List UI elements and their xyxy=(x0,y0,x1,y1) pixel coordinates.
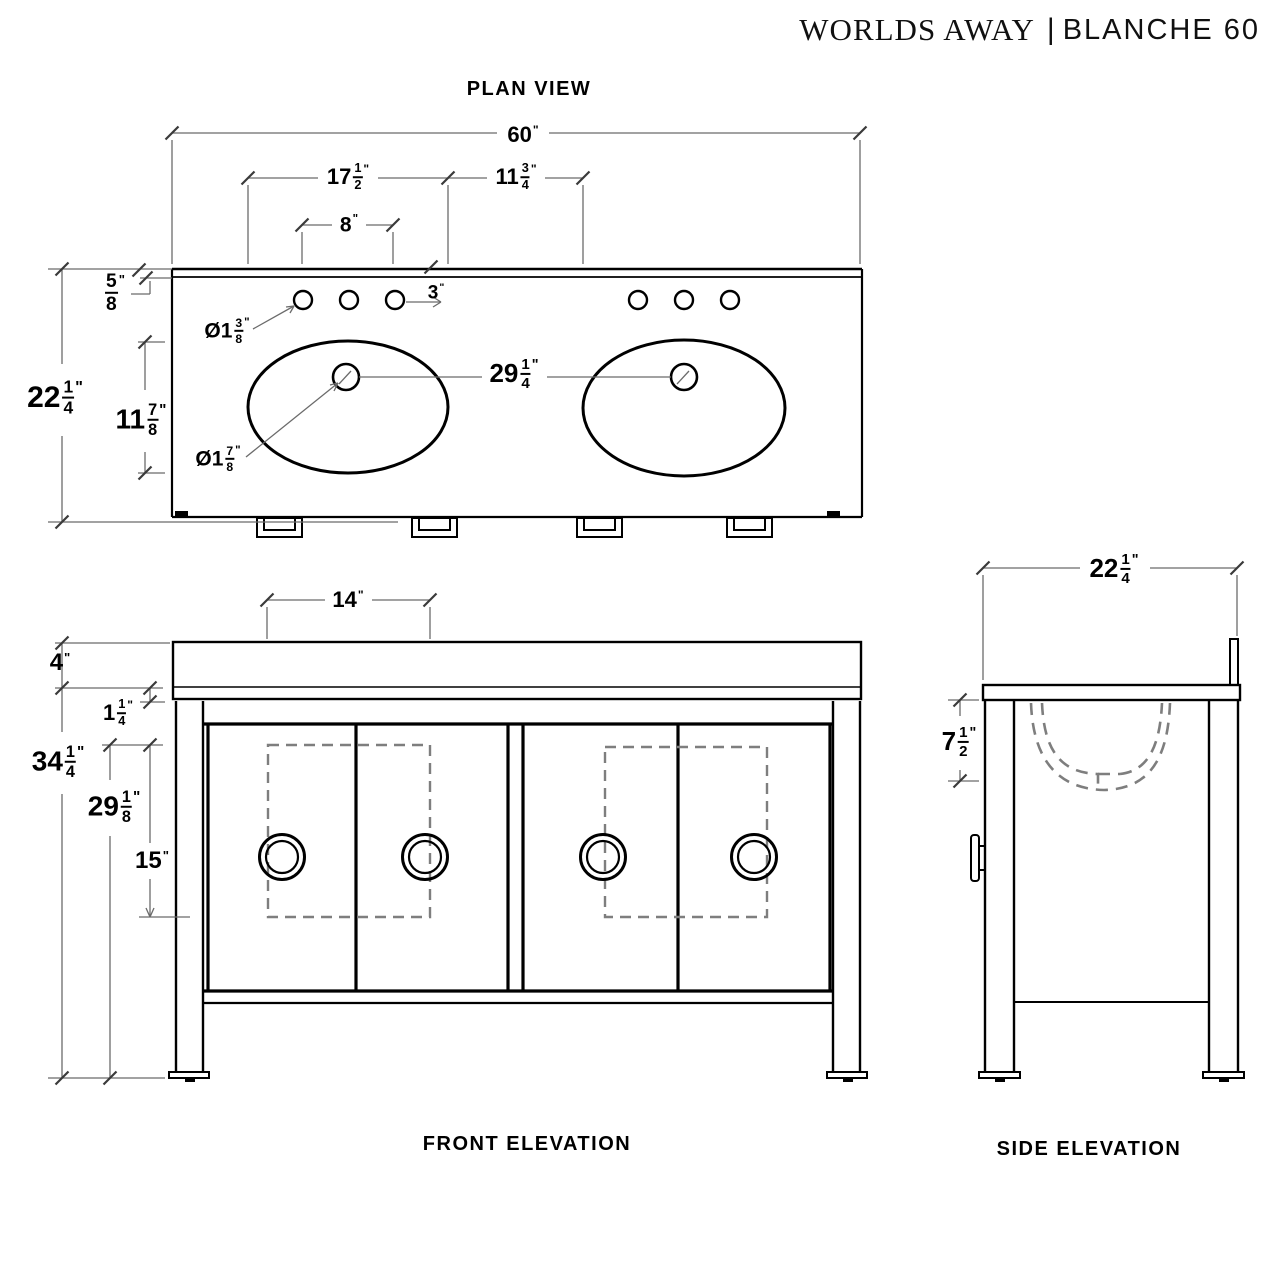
side-elevation-title: SIDE ELEVATION xyxy=(996,1138,1182,1160)
dim-plan-faucet-spread: 8" xyxy=(337,213,361,237)
dim-front-panel-height: 15" xyxy=(133,847,171,874)
plan-dim-ticks xyxy=(54,125,868,530)
plan-rear-leg-right xyxy=(827,511,840,517)
side-dim-ticks xyxy=(952,560,1245,789)
plan-faucet-holes xyxy=(292,289,741,311)
front-feet xyxy=(168,1071,868,1082)
title-separator: | xyxy=(1046,13,1055,46)
brand-name: WORLDS AWAY xyxy=(799,12,1035,47)
plan-left-sink-bowl xyxy=(246,339,450,475)
plan-dimension-lines xyxy=(48,132,861,523)
side-backsplash xyxy=(1229,638,1239,686)
dim-front-panel-width: 14" xyxy=(330,587,366,612)
side-dimension-lines xyxy=(948,567,1238,782)
dim-front-counter-height: 4" xyxy=(49,649,71,676)
side-legs xyxy=(983,700,1240,1072)
side-elevation xyxy=(948,560,1245,1082)
plan-countertop-outline xyxy=(170,267,864,519)
plan-rear-leg-left xyxy=(175,511,188,517)
side-door-handle xyxy=(970,834,986,882)
side-sink-bowl-hidden xyxy=(1029,702,1172,792)
front-dim-ticks xyxy=(54,592,438,1086)
front-elevation xyxy=(48,592,868,1086)
plan-feet xyxy=(256,517,773,538)
front-dimension-lines xyxy=(48,599,431,1079)
title-block: WORLDS AWAY | BLANCHE 60 xyxy=(799,12,1260,48)
front-ring-pulls xyxy=(258,833,778,881)
side-feet xyxy=(978,1071,1245,1082)
front-doors xyxy=(204,722,832,993)
front-elevation-title: FRONT ELEVATION xyxy=(422,1133,632,1155)
side-countertop xyxy=(981,683,1242,702)
dim-plan-overall-width: 60" xyxy=(505,122,541,147)
plan-right-sink-bowl xyxy=(581,338,787,478)
front-dashed-panels xyxy=(266,743,769,919)
front-legs xyxy=(174,701,862,1072)
plan-view-title: PLAN VIEW xyxy=(466,78,592,100)
model-name: BLANCHE 60 xyxy=(1062,13,1260,46)
front-countertop xyxy=(171,640,863,701)
plan-view xyxy=(48,125,868,538)
dim-plan-faucet-offset: 3" xyxy=(427,282,445,304)
